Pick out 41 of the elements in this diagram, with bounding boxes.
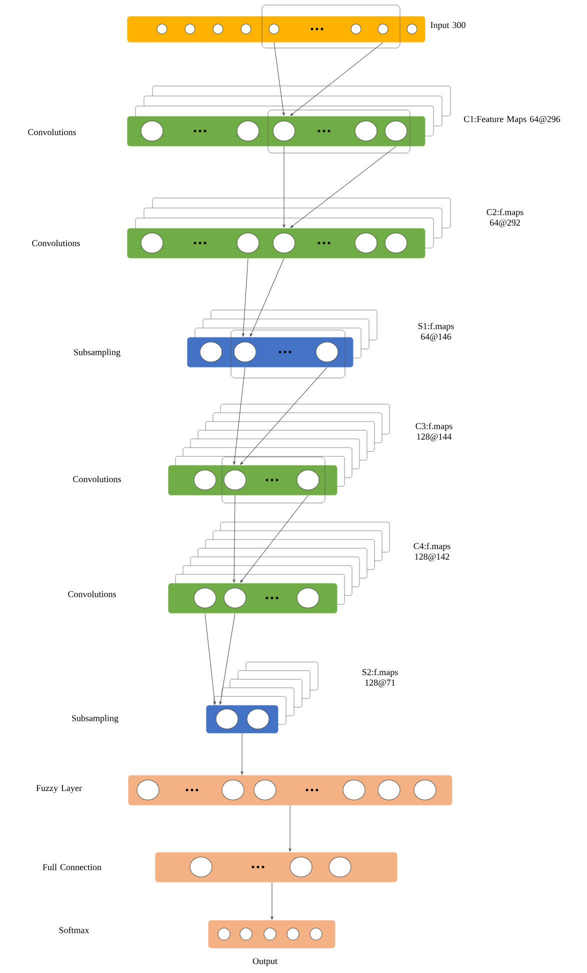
layer-label: Fuzzy Layer [36, 785, 82, 793]
layer-label: S1:f.maps 64@146 [418, 322, 454, 342]
layer-label: Convolutions [68, 590, 116, 598]
arrow [232, 495, 236, 583]
layer-label: C3:f.maps 128@144 [416, 422, 452, 442]
layer-label: C4:f.maps 128@142 [414, 542, 450, 562]
arrow [240, 367, 328, 465]
arrow [274, 42, 285, 116]
layer-bar [168, 583, 338, 614]
layer-bar [155, 852, 398, 882]
layer-label: Softmax [59, 926, 90, 934]
layer-label: Full Connection [42, 864, 102, 870]
arrow [219, 613, 236, 705]
arrow [240, 733, 244, 775]
layer-bar [187, 330, 354, 378]
arrow [282, 146, 286, 228]
layer-label: Subsampling [72, 714, 118, 724]
layer-label: C2:f.maps 64@292 [486, 208, 524, 228]
layer-label: S2:f.maps 128@71 [362, 668, 398, 688]
layer-bar [127, 228, 426, 258]
arrow [288, 805, 292, 852]
layer-label: Subsampling [74, 348, 120, 358]
arrow [290, 42, 384, 116]
arrow [240, 495, 308, 583]
layer-bar [127, 110, 426, 154]
layer-bar [206, 705, 278, 734]
arrow [270, 882, 274, 920]
layer-label: C1:Feature Maps 64@296 [464, 116, 560, 124]
layer-label: Convolutions [32, 240, 80, 246]
arrow [233, 367, 246, 465]
layer-label: Convolutions [28, 128, 76, 136]
layer-label: Output [252, 958, 278, 966]
arrow [242, 258, 248, 337]
layer-bar [127, 4, 426, 48]
arrow [204, 613, 216, 705]
layer-bar [208, 920, 336, 948]
arrow [250, 258, 284, 337]
arrow [290, 146, 396, 228]
layer-label: Convolutions [73, 476, 121, 482]
layer-bar [128, 775, 452, 806]
layer-bar [168, 456, 338, 504]
